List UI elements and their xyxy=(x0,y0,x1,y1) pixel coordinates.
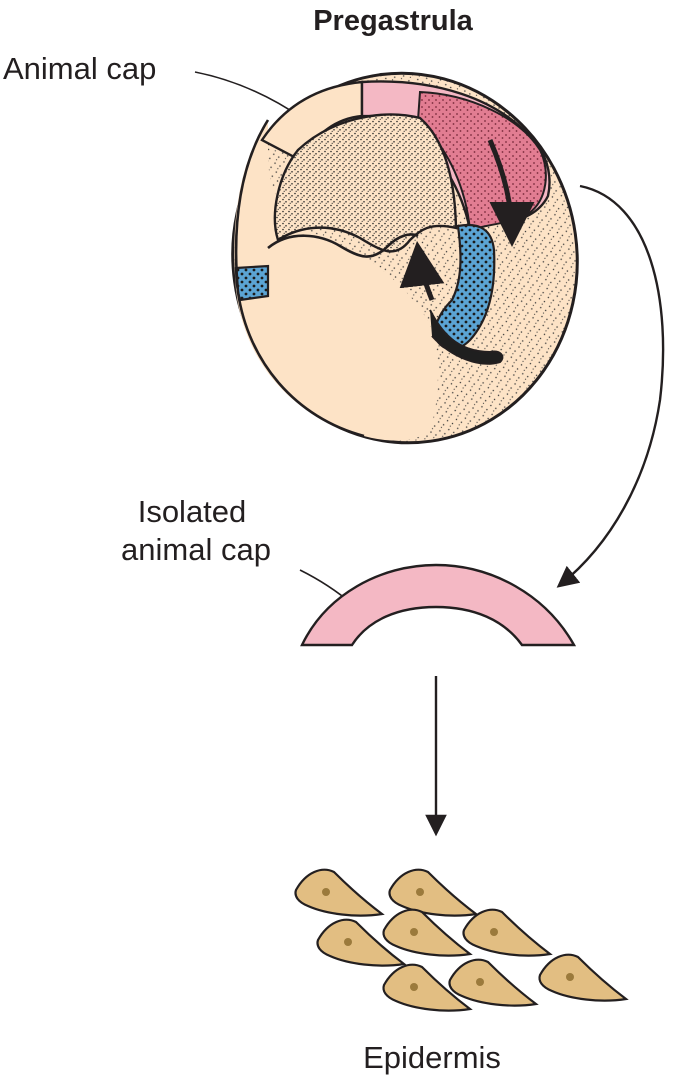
cell-nucleus xyxy=(566,973,574,981)
cell-nucleus xyxy=(490,928,498,936)
pregastrula-embryo xyxy=(209,51,601,465)
epidermal-cell xyxy=(450,960,537,1006)
isolated-animal-cap xyxy=(302,565,574,645)
cell-nucleus xyxy=(410,928,418,936)
cell-nucleus xyxy=(476,978,484,986)
title-label: Pregastrula xyxy=(313,5,473,37)
cell-nucleus xyxy=(322,888,330,896)
isolated-label-line1: Isolated xyxy=(138,494,247,529)
epidermis-label: Epidermis xyxy=(363,1040,501,1075)
epidermal-cell xyxy=(540,955,627,1001)
epidermal-cell xyxy=(464,910,551,956)
cell-nucleus xyxy=(416,888,424,896)
animal-cap-label: Animal cap xyxy=(3,51,156,86)
epidermal-cells xyxy=(296,870,627,1011)
blue-mesoderm-left xyxy=(236,266,268,300)
cell-nucleus xyxy=(410,983,418,991)
epidermal-cell xyxy=(390,870,477,916)
epidermal-cell xyxy=(296,870,383,916)
cell-nucleus xyxy=(344,938,352,946)
isolated-label-line2: animal cap xyxy=(121,532,271,567)
